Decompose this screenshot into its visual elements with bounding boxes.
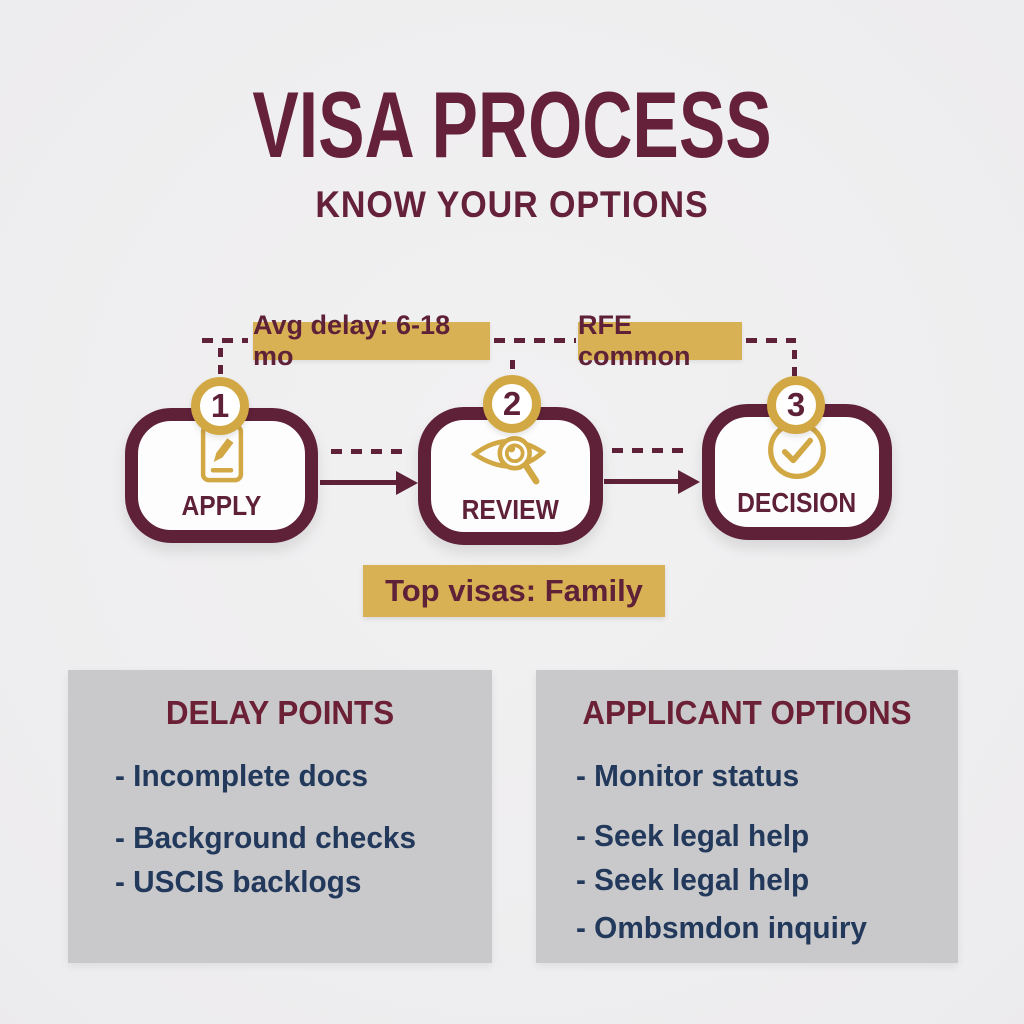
list-item: - Seek legal help: [576, 818, 810, 853]
arrow-right-line: [604, 479, 680, 484]
dashed-connector-vertical: [792, 350, 797, 378]
eye-magnifier-icon: [470, 425, 552, 494]
step-label: APPLY: [181, 490, 262, 521]
arrow-right-line: [320, 480, 398, 485]
dashed-connector-horizontal: [612, 448, 690, 453]
dashed-connector-vertical: [510, 360, 515, 384]
step-label: REVIEW: [461, 494, 560, 525]
annotation-badge-avg-delay: Avg delay: 6-18 mo: [253, 310, 490, 371]
annotation-badge-rfe-common: RFE common: [578, 310, 742, 371]
page-subtitle: KNOW YOUR OPTIONS: [315, 184, 709, 225]
list-item: - Background checks: [115, 820, 417, 855]
list-item: - Seek legal help: [576, 862, 810, 897]
list-item: - Incomplete docs: [115, 758, 369, 793]
list-item: - Monitor status: [576, 758, 800, 793]
top-visas-badge: Top visas: Family: [363, 565, 665, 617]
arrow-right-head-icon: [396, 471, 418, 495]
step-box-apply: APPLY: [125, 408, 318, 543]
step-number: 2: [502, 385, 522, 422]
arrow-right-head-icon: [678, 470, 700, 494]
dashed-connector-horizontal: [202, 338, 248, 343]
step-label: DECISION: [737, 487, 857, 518]
dashed-connector-horizontal: [746, 338, 796, 343]
step-number: 3: [786, 386, 806, 423]
applicant-options-panel: APPLICANT OPTIONS - Monitor status - See…: [536, 670, 958, 963]
page-title: VISA PROCESS: [252, 72, 772, 177]
step-number-badge-1: 1: [191, 377, 249, 435]
delay-points-panel: DELAY POINTS - Incomplete docs - Backgro…: [68, 670, 492, 963]
dashed-connector-horizontal: [331, 449, 409, 454]
step-number: 1: [210, 387, 230, 424]
list-item: - Ombsmdon inquiry: [576, 910, 867, 945]
dashed-connector-vertical: [218, 348, 223, 378]
step-box-decision: DECISION: [702, 404, 892, 540]
step-number-badge-3: 3: [767, 376, 825, 434]
step-number-badge-2: 2: [483, 375, 541, 433]
panel-title: DELAY POINTS: [165, 694, 395, 731]
panel-title: APPLICANT OPTIONS: [582, 694, 912, 731]
dashed-connector-horizontal: [494, 338, 576, 343]
list-item: - USCIS backlogs: [115, 864, 362, 899]
